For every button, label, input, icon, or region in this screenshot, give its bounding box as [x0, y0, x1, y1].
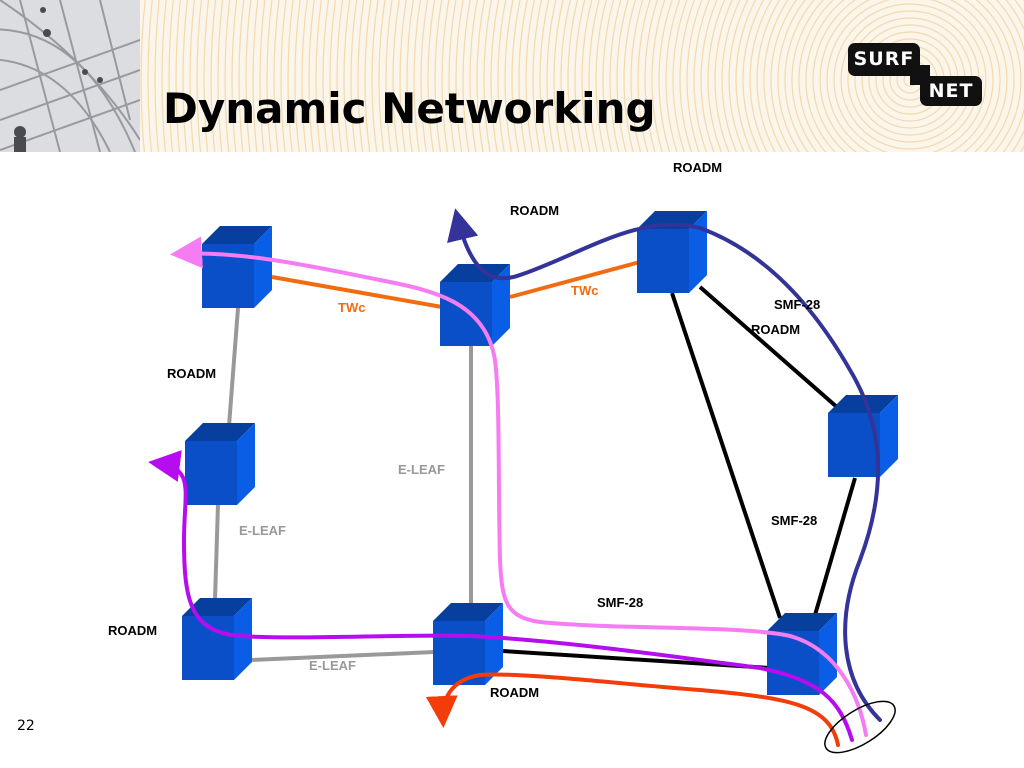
- label-roadm-bottom-left: ROADM: [108, 623, 157, 638]
- label-smf-top: SMF-28: [774, 297, 820, 312]
- cube-side: [689, 211, 707, 293]
- pink-lightpath[interactable]: [170, 236, 868, 737]
- cube-front: [185, 441, 237, 505]
- link-eleaf-n6-n7: [251, 650, 435, 662]
- logo-surf-text: SURF: [848, 43, 920, 76]
- red-lightpath[interactable]: [425, 672, 840, 747]
- label-roadm-top-right: ROADM: [673, 160, 722, 175]
- links: [213, 260, 857, 670]
- cube-top: [202, 226, 272, 244]
- mid-left-roadm-node[interactable]: [185, 423, 255, 505]
- label-roadm-right: ROADM: [751, 322, 800, 337]
- top-right-roadm-node[interactable]: [637, 211, 707, 293]
- right-roadm-node[interactable]: [828, 395, 898, 477]
- purple-lightpath[interactable]: [148, 450, 854, 742]
- label-smf-bottom: SMF-28: [597, 595, 643, 610]
- cube-side: [880, 395, 898, 477]
- cube-top: [182, 598, 252, 616]
- link-twc-n2-n3: [509, 260, 641, 299]
- cube-top: [185, 423, 255, 441]
- link-smf-n5-n8: [813, 477, 857, 616]
- surfnet-logo: SURF NET: [848, 43, 982, 106]
- cube-top: [828, 395, 898, 413]
- cube-front: [440, 282, 492, 346]
- cube-side: [485, 603, 503, 685]
- cube-side: [254, 226, 272, 308]
- label-eleaf-center: E-LEAF: [398, 462, 445, 477]
- bottom-left-roadm-node[interactable]: [182, 598, 252, 680]
- bottom-right-roadm-node[interactable]: [767, 613, 837, 695]
- destination-ellipse: [824, 700, 896, 754]
- nodes: [182, 211, 898, 695]
- cube-side: [237, 423, 255, 505]
- link-eleaf-n1-n4: [227, 307, 240, 427]
- cube-front: [637, 229, 689, 293]
- link-smf-n3-n8: [670, 292, 782, 619]
- label-eleaf-bottom: E-LEAF: [309, 658, 356, 673]
- logo-net-text: NET: [920, 76, 982, 106]
- glass-roof-image: [0, 0, 140, 152]
- link-smf-n3-n5: [698, 285, 840, 410]
- link-eleaf-n4-n6: [213, 503, 220, 601]
- label-roadm-left: ROADM: [167, 366, 216, 381]
- label-twc-right: TWc: [571, 283, 598, 298]
- label-eleaf-left: E-LEAF: [239, 523, 286, 538]
- lightpaths: [148, 208, 882, 747]
- top-center-roadm-node[interactable]: [440, 264, 510, 346]
- page-number: 22: [17, 718, 35, 734]
- link-twc-n1-n2: [271, 275, 443, 309]
- label-roadm-top-center: ROADM: [510, 203, 559, 218]
- slide-header: Dynamic Networking SURF NET: [0, 0, 1024, 152]
- cube-side: [819, 613, 837, 695]
- label-twc-left: TWc: [338, 300, 365, 315]
- cube-top: [433, 603, 503, 621]
- label-smf-right: SMF-28: [771, 513, 817, 528]
- network-diagram: ROADM ROADM SMF-28 ROADM ROADM TWc TWc E…: [108, 160, 898, 754]
- bottom-center-roadm-node[interactable]: [433, 603, 503, 685]
- labels: ROADM ROADM SMF-28 ROADM ROADM TWc TWc E…: [108, 160, 820, 700]
- cube-side: [234, 598, 252, 680]
- top-left-roadm-node[interactable]: [202, 226, 272, 308]
- slide-title: Dynamic Networking: [163, 84, 656, 133]
- cube-top: [767, 613, 837, 631]
- label-roadm-bottom-center: ROADM: [490, 685, 539, 700]
- header-photo: [0, 0, 140, 152]
- navy-lightpath[interactable]: [447, 208, 882, 722]
- cube-side: [492, 264, 510, 346]
